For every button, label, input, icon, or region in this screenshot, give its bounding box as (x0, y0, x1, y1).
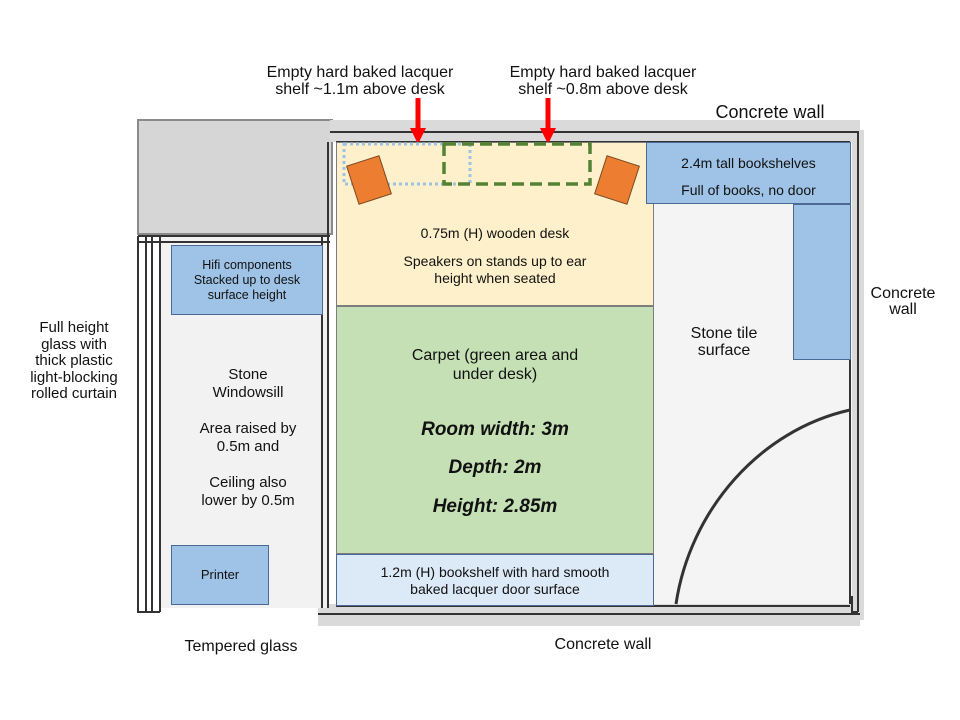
desk-label: 0.75m (H) wooden desk (420, 225, 570, 241)
arrow-shelf-right (540, 98, 556, 144)
carpet-area: Carpet (green area and under desk) Room … (336, 306, 654, 554)
tall-bookshelf-label-2: Full of books, no door (681, 182, 816, 198)
left-glass-line-outer (137, 236, 160, 613)
shelf-left-annotation: Empty hard baked lacquer shelf ~1.1m abo… (266, 64, 454, 98)
right-wall-label: Concrete wall (870, 285, 936, 318)
desk-area: 0.75m (H) wooden desk Speakers on stands… (336, 142, 654, 306)
shelf-right-annotation: Empty hard baked lacquer shelf ~0.8m abo… (509, 64, 697, 98)
tempered-glass-label: Tempered glass (184, 638, 298, 655)
door-swing-arc (674, 408, 851, 605)
tall-bookshelf-top: 2.4m tall bookshelves Full of books, no … (646, 142, 851, 204)
windowsill-label: Stone Windowsill (212, 366, 284, 401)
room-outline-top (330, 131, 859, 612)
room-height-label: Height: 2.85m (432, 496, 558, 517)
stone-tile-label: Stone tile surface (690, 325, 758, 359)
speakers-label: Speakers on stands up to ear height when… (403, 253, 587, 286)
room-width-label: Room width: 3m (421, 419, 569, 440)
upper-left-wall-block (137, 119, 333, 235)
area-raised-label: Area raised by 0.5m and (199, 420, 297, 455)
door-step (851, 596, 858, 613)
tall-bookshelf-label-1: 2.4m tall bookshelves (681, 155, 816, 171)
room-depth-label: Depth: 2m (448, 457, 542, 478)
arrow-shelf-left (410, 98, 426, 144)
hifi-components: Hifi components Stacked up to desk surfa… (171, 245, 323, 315)
printer: Printer (171, 545, 269, 605)
low-bookshelf: 1.2m (H) bookshelf with hard smooth bake… (336, 554, 654, 606)
ceiling-lower-label: Ceiling also lower by 0.5m (201, 474, 295, 509)
tall-bookshelf-side (793, 204, 851, 360)
carpet-label: Carpet (green area and under desk) (411, 347, 579, 383)
printer-label: Printer (200, 567, 240, 582)
glass-curtain-label: Full height glass with thick plastic lig… (30, 319, 118, 402)
hifi-label: Hifi components Stacked up to desk surfa… (193, 258, 301, 302)
top-wall-label: Concrete wall (715, 102, 825, 122)
low-bookshelf-label: 1.2m (H) bookshelf with hard smooth bake… (380, 564, 610, 597)
bottom-wall-label: Concrete wall (554, 636, 652, 653)
